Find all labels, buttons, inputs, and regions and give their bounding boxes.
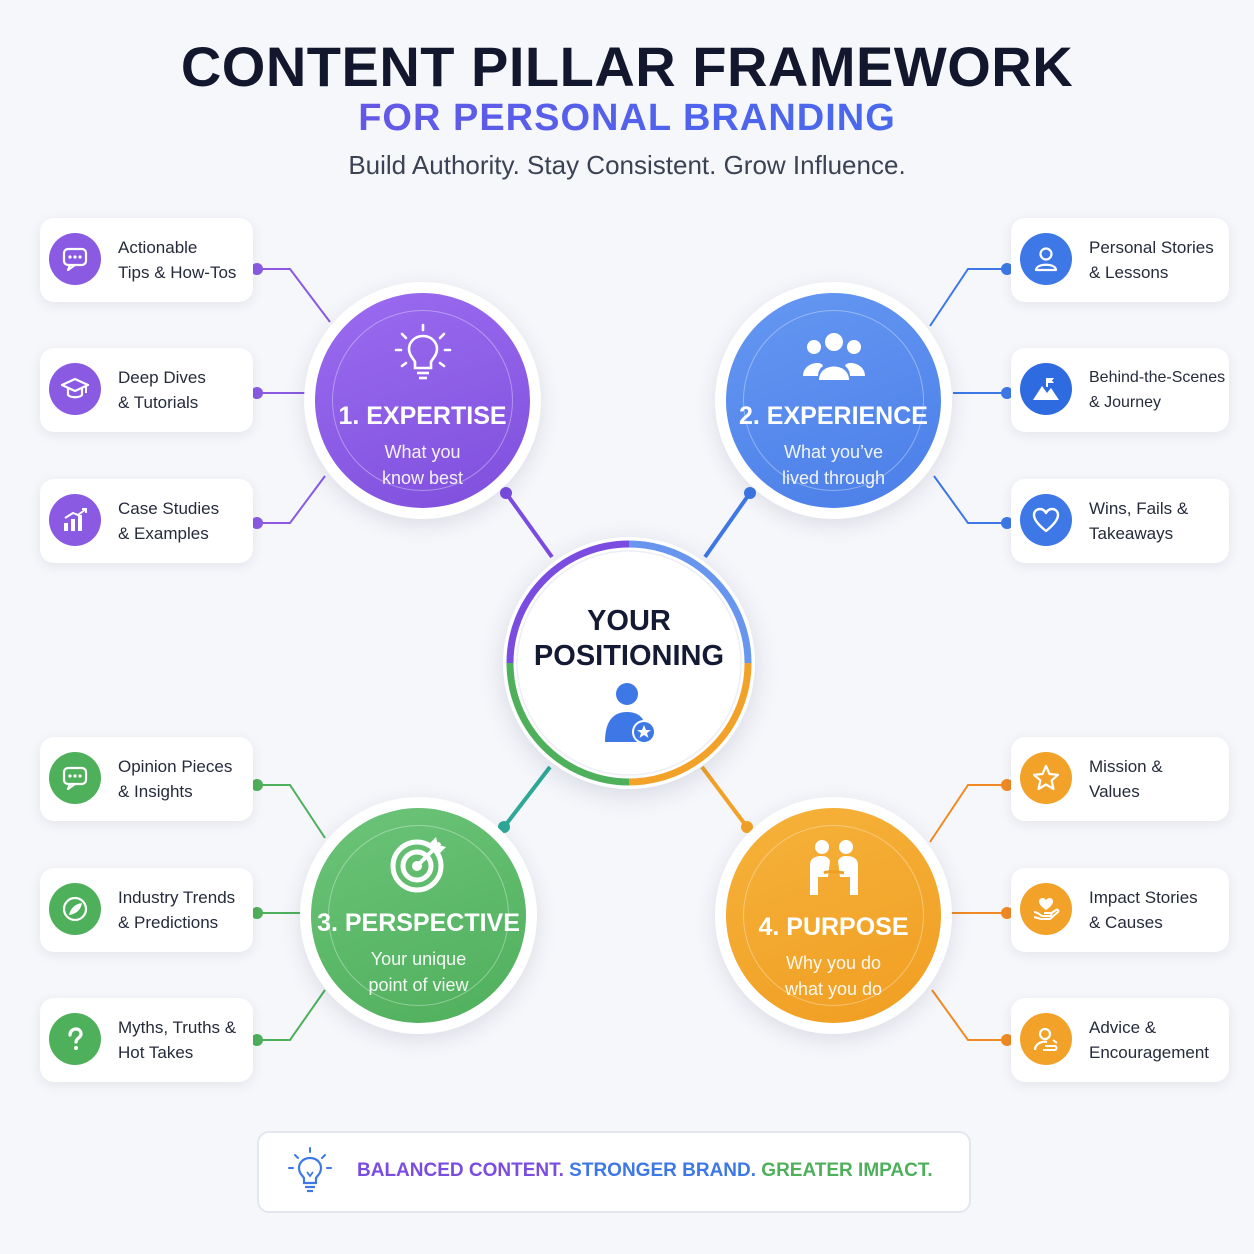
positioning-ring	[506, 540, 752, 786]
group-icon	[801, 330, 867, 387]
mentor-icon	[1020, 1013, 1072, 1065]
card-label: Myths, Truths &Hot Takes	[118, 1018, 237, 1062]
card-label: Behind-the-Scenes& Journey	[1089, 369, 1226, 411]
lightbulb-icon	[287, 1146, 333, 1201]
page-subtitle: FOR PERSONAL BRANDING	[0, 97, 1254, 140]
tagline: Build Authority. Stay Consistent. Grow I…	[348, 150, 906, 180]
card-label: Impact Stories& Causes	[1089, 888, 1198, 932]
pillar-title: 4. PURPOSE	[758, 913, 909, 941]
hand-heart-icon	[1020, 883, 1072, 935]
card-case-studies: Case Studies& Examples	[40, 479, 253, 563]
card-label: Industry Trends& Predictions	[118, 888, 236, 932]
page-title: CONTENT PILLAR FRAMEWORK	[180, 35, 1074, 98]
card-label: Wins, Fails &Takeaways	[1089, 499, 1189, 543]
card-label: Advice &Encouragement	[1089, 1018, 1210, 1062]
card-mission-values: Mission &Values	[1011, 737, 1229, 821]
card-personal-stories: Personal Stories& Lessons	[1011, 218, 1229, 302]
card-deep-dives: Deep Dives& Tutorials	[40, 348, 253, 432]
pillar-title: 1. EXPERTISE	[338, 402, 507, 430]
user-star-icon	[600, 680, 660, 751]
pillar-title: 2. EXPERIENCE	[739, 402, 928, 430]
card-industry-trends: Industry Trends& Predictions	[40, 868, 253, 952]
card-label: Deep Dives& Tutorials	[118, 368, 206, 412]
graduation-cap-icon	[49, 363, 101, 415]
target-icon	[388, 833, 450, 900]
pillar-title: 3. PERSPECTIVE	[317, 909, 520, 937]
card-myths-truths: Myths, Truths &Hot Takes	[40, 998, 253, 1082]
footer-tagline: BALANCED CONTENT. STRONGER BRAND. GREATE…	[357, 1160, 933, 1181]
card-label: Personal Stories& Lessons	[1089, 238, 1214, 282]
trend-icon	[49, 883, 101, 935]
lightbulb-icon	[393, 322, 453, 391]
question-icon	[49, 1013, 101, 1065]
card-behind-the-scenes: Behind-the-Scenes& Journey	[1011, 348, 1229, 432]
card-advice-encouragement: Advice &Encouragement	[1011, 998, 1229, 1082]
card-wins-fails: Wins, Fails &Takeaways	[1011, 479, 1229, 563]
card-impact-stories: Impact Stories& Causes	[1011, 868, 1229, 952]
card-opinion-pieces: Opinion Pieces& Insights	[40, 737, 253, 821]
star-icon	[1020, 752, 1072, 804]
heart-icon	[1020, 494, 1072, 546]
chat-bubble-icon	[49, 233, 101, 285]
card-label: Mission &Values	[1089, 757, 1163, 801]
bar-chart-icon	[49, 494, 101, 546]
card-label: Case Studies& Examples	[118, 499, 220, 543]
mountain-flag-icon	[1020, 363, 1072, 415]
person-icon	[1020, 233, 1072, 285]
card-label: Opinion Pieces& Insights	[118, 757, 233, 801]
speech-bubble-icon	[49, 752, 101, 804]
helping-people-icon	[804, 837, 864, 902]
footer-banner: BALANCED CONTENT. STRONGER BRAND. GREATE…	[257, 1131, 971, 1213]
